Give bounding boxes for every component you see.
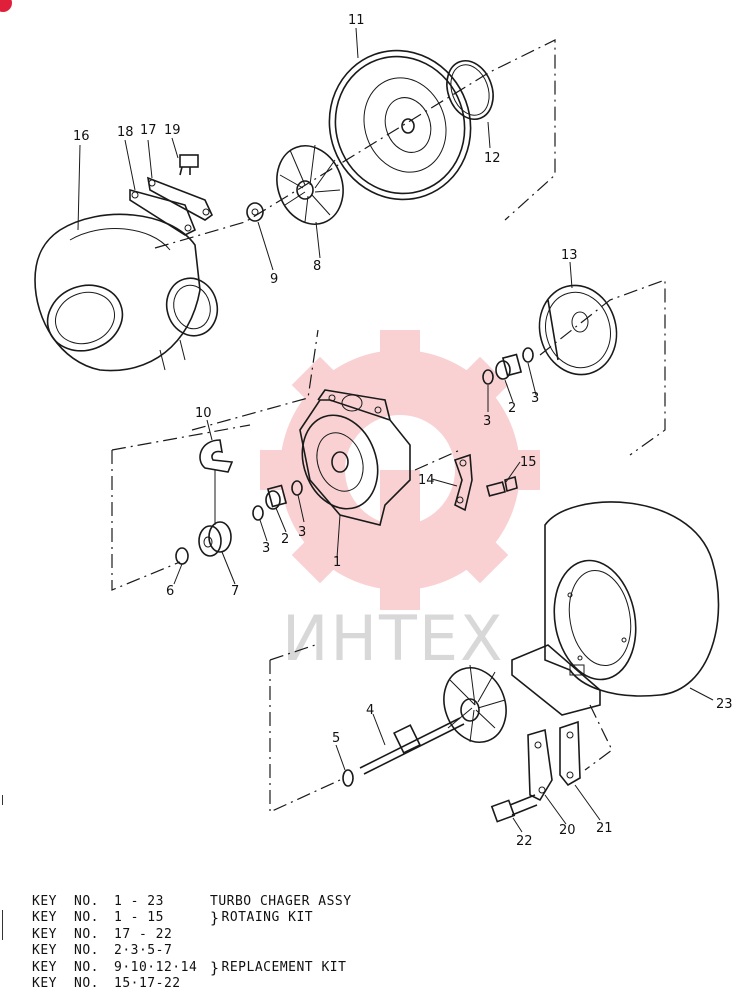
legend-no: NO. — [74, 959, 99, 975]
legend-key: KEY — [32, 910, 57, 926]
part-bolt-22 — [490, 794, 538, 823]
callout-17: 17 — [140, 123, 157, 138]
callout-2: 2 — [508, 401, 516, 416]
callout-12: 12 — [484, 151, 501, 166]
part-lever-bracket — [453, 453, 518, 512]
corner-mark — [0, 0, 12, 12]
legend-range: 15·17-22 — [114, 975, 181, 991]
legend-no: NO. — [74, 943, 99, 959]
legend-range: 17 - 22 — [114, 926, 173, 942]
callout-22: 22 — [516, 834, 533, 849]
assembly-axis-lines — [111, 39, 666, 813]
callout-5: 5 — [332, 731, 340, 746]
callout-6: 6 — [166, 584, 174, 599]
legend-key: KEY — [32, 975, 57, 991]
callout-3: 3 — [483, 414, 491, 429]
callout-2: 2 — [281, 532, 289, 547]
legend-row: KEY NO. 9·10·12·14 } REPLACEMENT KIT — [32, 958, 452, 977]
legend-no: NO. — [74, 894, 99, 909]
part-nut — [246, 202, 264, 222]
callout-7: 7 — [231, 584, 239, 599]
legend-row: KEY NO. 15·17-22 — [32, 976, 452, 992]
part-thrust-collar — [198, 521, 232, 557]
part-lock-plates — [527, 720, 581, 802]
exploded-parts-diagram: ИНТЕХ — [34, 13, 733, 849]
callout-3: 3 — [298, 525, 306, 540]
margin-tick — [2, 795, 3, 805]
legend-description: ROTAING KIT — [221, 910, 314, 926]
legend-range: 2·3·5-7 — [114, 943, 173, 959]
legend-no: NO. — [74, 926, 99, 942]
legend-row: KEY NO. 2·3·5-7 — [32, 943, 452, 959]
callout-9: 9 — [270, 272, 278, 287]
callout-20: 20 — [559, 823, 576, 838]
part-snap-ring-6 — [175, 547, 189, 565]
callout-3: 3 — [262, 541, 270, 556]
watermark-gear-logo — [260, 330, 540, 610]
callout-16: 16 — [73, 129, 90, 144]
legend-description: REPLACEMENT KIT — [221, 959, 347, 975]
legend-brace: } — [210, 958, 220, 977]
part-oil-deflector — [199, 439, 234, 473]
callout-1: 1 — [333, 555, 341, 570]
legend-range: 1 - 23 — [114, 894, 164, 909]
callout-19: 19 — [164, 123, 181, 138]
legend-description: TURBO CHAGER ASSY — [210, 894, 352, 909]
part-o-ring — [446, 60, 494, 120]
part-snap-ring-5 — [342, 769, 354, 787]
legend-key: KEY — [32, 894, 57, 909]
callout-4: 4 — [366, 703, 374, 718]
part-compressor-cover-plate — [328, 49, 472, 201]
legend-key: KEY — [32, 943, 57, 959]
watermark-text: ИНТЕХ — [282, 602, 505, 675]
callout-8: 8 — [313, 259, 321, 274]
callout-11: 11 — [348, 13, 365, 28]
callout-13: 13 — [561, 248, 578, 263]
legend-key: KEY — [32, 926, 57, 942]
callout-14: 14 — [418, 473, 435, 488]
part-compressor-wheel — [276, 144, 344, 225]
legend-row: KEY NO. 17 - 22 — [32, 927, 452, 943]
part-bushing-upper — [482, 347, 534, 385]
leader-lines — [77, 27, 714, 833]
part-clamp-plates — [129, 176, 214, 236]
callout-10: 10 — [195, 406, 212, 421]
part-bushing-lower — [252, 480, 303, 521]
callout-23: 23 — [716, 697, 733, 712]
callout-21: 21 — [596, 821, 613, 836]
part-center-housing — [299, 389, 411, 526]
legend-key: KEY — [32, 959, 57, 975]
legend-row: KEY NO. 1 - 23 TURBO CHAGER ASSY — [32, 894, 452, 910]
callout-15: 15 — [520, 455, 537, 470]
part-turbine-housing — [511, 501, 720, 716]
callout-3: 3 — [531, 391, 539, 406]
legend-row: KEY NO. 1 - 15 } ROTAING KIT — [32, 909, 452, 928]
legend-range: 1 - 15 — [114, 910, 164, 926]
part-seal-plate — [538, 284, 618, 376]
key-number-legend: KEY NO. 1 - 23 TURBO CHAGER ASSY KEY NO.… — [32, 894, 452, 992]
callout-18: 18 — [117, 125, 134, 140]
margin-tick — [2, 910, 3, 940]
legend-brace: } — [210, 909, 220, 928]
part-turbine-shaft — [359, 664, 507, 775]
legend-range: 9·10·12·14 — [114, 959, 198, 975]
legend-no: NO. — [74, 975, 99, 991]
part-compressor-housing — [34, 213, 219, 372]
part-bolt — [179, 154, 199, 176]
callout-labels: 11 12 16 18 17 19 8 9 13 3 2 3 10 14 15 … — [73, 13, 733, 849]
legend-no: NO. — [74, 910, 99, 926]
